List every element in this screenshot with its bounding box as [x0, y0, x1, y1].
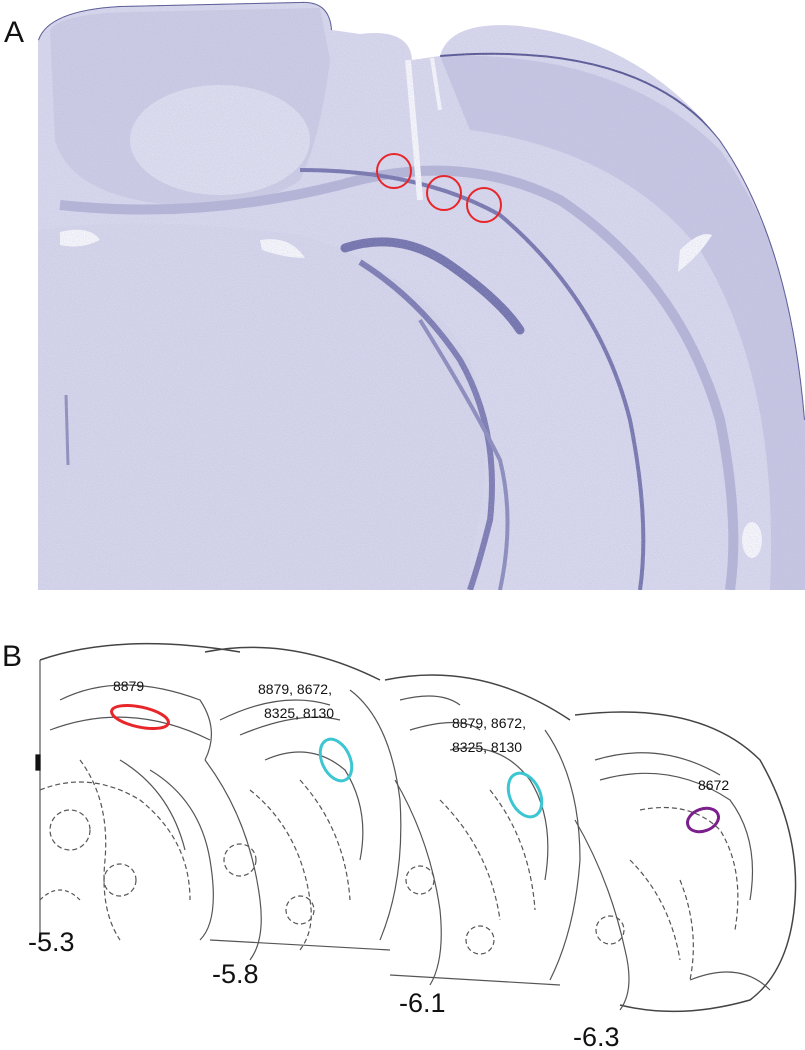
section-3-marker: [506, 771, 544, 819]
section-2-samples-line2: 8325, 8130: [264, 705, 334, 721]
section-3-samples: 8879, 8672,: [452, 715, 526, 731]
section-3-samples-line2: 8325, 8130: [452, 739, 522, 755]
tissue-section: [38, 1, 805, 590]
panel-b-label: B: [2, 640, 23, 673]
section-2-level: -5.8: [212, 959, 259, 989]
section-2-samples: 8879, 8672,: [258, 681, 332, 697]
section-1-samples: 8879: [113, 678, 144, 694]
site-marker-3: [466, 187, 502, 223]
recording-site-markers: [376, 153, 502, 223]
atlas-section-1: [35, 642, 241, 941]
atlas-section-4: [574, 711, 797, 1013]
site-marker-2: [426, 175, 462, 211]
panel-a-label: A: [4, 16, 25, 49]
atlas-section-2: [204, 646, 402, 961]
section-4-level: -6.3: [573, 1022, 620, 1050]
section-3-level: -6.1: [399, 988, 446, 1018]
section-4-marker: [686, 806, 720, 834]
site-marker-1: [376, 153, 412, 189]
section-2-marker: [318, 737, 354, 783]
atlas-section-3: [384, 674, 581, 986]
section-4-samples: 8672: [698, 777, 729, 793]
section-1-level: -5.3: [28, 927, 75, 957]
section-1-marker: [110, 704, 170, 730]
